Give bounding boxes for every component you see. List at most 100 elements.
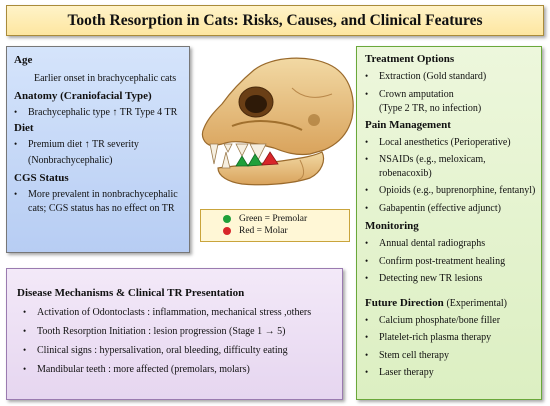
bullet: • — [365, 238, 369, 248]
bullet: • — [365, 367, 369, 377]
anatomy-item-text: Brachycephalic type ↑ TR Type 4 TR — [28, 106, 178, 118]
bullet: • — [365, 154, 369, 164]
future-item: • Platelet-rich plasma therapy — [365, 331, 537, 345]
monitoring-item: • Detecting new TR lesions — [365, 272, 537, 286]
bullet: • — [23, 326, 27, 336]
bullet: • — [14, 106, 18, 117]
future-item: • Stem cell therapy — [365, 349, 537, 363]
monitoring-item: • Annual dental radiographs — [365, 237, 537, 251]
treatment-item-text: Extraction (Gold standard) — [379, 71, 487, 82]
bullet: • — [365, 314, 369, 325]
treatment-heading: Treatment Options — [365, 53, 455, 65]
treatment-item: • Crown amputation — [365, 88, 537, 102]
lower-premolar-4 — [247, 153, 263, 167]
future-heading: Future Direction (Experimental) — [365, 296, 537, 311]
future-heading-note: (Experimental) — [446, 297, 507, 309]
legend-row-premolar: Green = Premolar — [223, 213, 349, 225]
upper-canine — [209, 143, 219, 165]
mechanism-item: • Activation of Odontoclasts : inflammat… — [23, 306, 336, 320]
cranium — [201, 57, 354, 156]
future-item-text: Calcium phosphate/bone filler — [379, 314, 501, 326]
legend-row-molar: Red = Molar — [223, 225, 349, 237]
monitoring-heading: Monitoring — [365, 220, 419, 232]
treatment-item-text: Crown amputation — [379, 88, 454, 100]
management-panel: Treatment Options • Extraction (Gold sta… — [356, 46, 542, 400]
bullet: • — [365, 71, 369, 81]
lower-canine — [221, 151, 231, 169]
legend-molar-label: Red = Molar — [239, 226, 288, 236]
bullet: • — [23, 307, 27, 317]
diet-item-text: Premium diet ↑ TR severity — [28, 139, 139, 150]
pain-item-text: Opioids (e.g., buprenorphine, fentanyl) — [379, 185, 536, 196]
pain-item-text: Gabapentin (effective adjunct) — [379, 202, 501, 214]
age-heading: Age — [14, 54, 33, 66]
red-dot-icon — [223, 227, 231, 235]
green-dot-icon — [223, 215, 231, 223]
eye-socket-depth — [245, 95, 267, 113]
bullet: • — [14, 189, 18, 199]
mechanism-item-text: Activation of Odontoclasts : inflammatio… — [37, 307, 312, 318]
bullet: • — [365, 349, 369, 360]
tooth-color-legend: Green = Premolar Red = Molar — [200, 209, 350, 242]
risk-factors-panel: Age Earlier onset in brachycephalic cats… — [6, 46, 190, 253]
treatment-item-sub: (Type 2 TR, no infection) — [379, 103, 482, 114]
future-item-text: Platelet-rich plasma therapy — [379, 332, 492, 343]
diet-heading: Diet — [14, 122, 34, 134]
future-item-text: Stem cell therapy — [379, 349, 449, 361]
bullet: • — [23, 364, 27, 374]
pain-heading: Pain Management — [365, 118, 451, 131]
bullet: • — [365, 332, 369, 342]
future-item: • Calcium phosphate/bone filler — [365, 314, 537, 328]
cat-skull-illustration — [201, 57, 354, 186]
future-heading-text: Future Direction — [365, 296, 444, 309]
monitoring-item-text: Detecting new TR lesions — [379, 273, 483, 284]
mechanism-item-text: Tooth Resorption Initiation : lesion pro… — [37, 326, 286, 337]
upper-carnassial — [249, 143, 267, 161]
anatomy-item: • Brachycephalic type ↑ TR Type 4 TR — [14, 106, 184, 120]
mechanism-item: • Mandibular teeth : more affected (prem… — [23, 363, 336, 377]
monitoring-item-text: Annual dental radiographs — [379, 238, 486, 249]
monitoring-item: • Confirm post-treatment healing — [365, 255, 537, 269]
anatomy-heading: Anatomy (Craniofacial Type) — [14, 89, 152, 102]
upper-tooth — [223, 143, 233, 153]
mandible-ramus-line — [297, 159, 305, 181]
diet-item-sub: (Nonbrachycephalic) — [28, 154, 113, 166]
treatment-item: • Extraction (Gold standard) — [365, 70, 537, 84]
mechanism-item-text: Clinical signs : hypersalivation, oral b… — [37, 345, 288, 356]
age-text: Earlier onset in brachycephalic cats — [34, 73, 177, 84]
future-item: • Laser therapy — [365, 366, 537, 380]
cranium-suture — [291, 87, 333, 98]
bullet: • — [365, 88, 369, 99]
pain-item-text: NSAIDs (e.g., meloxicam, robenacoxib) — [379, 154, 486, 179]
cgs-item-text: More prevalent in nonbrachycephalic cats… — [28, 189, 178, 214]
lower-premolar-3 — [235, 155, 249, 167]
pain-item-text: Local anesthetics (Perioperative) — [379, 136, 511, 148]
mechanism-item: • Tooth Resorption Initiation : lesion p… — [23, 325, 336, 339]
diet-item: • Premium diet ↑ TR severity — [14, 138, 184, 152]
title-banner: Tooth Resorption in Cats: Risks, Causes,… — [6, 5, 544, 36]
mechanisms-heading: Disease Mechanisms & Clinical TR Present… — [17, 287, 245, 299]
bullet: • — [365, 185, 369, 195]
mechanism-item-text: Mandibular teeth : more affected (premol… — [37, 364, 250, 375]
cgs-item: • More prevalent in nonbrachycephalic ca… — [14, 188, 184, 215]
bullet: • — [365, 136, 369, 147]
bullet: • — [365, 273, 369, 283]
bullet: • — [365, 255, 369, 266]
monitoring-item-text: Confirm post-treatment healing — [379, 255, 506, 267]
cgs-heading: CGS Status — [14, 172, 69, 184]
disease-mechanisms-panel: Disease Mechanisms & Clinical TR Present… — [6, 268, 343, 400]
pain-item: • Local anesthetics (Perioperative) — [365, 136, 537, 150]
pain-item: • NSAIDs (e.g., meloxicam, robenacoxib) — [365, 153, 537, 180]
future-item-text: Laser therapy — [379, 367, 434, 378]
page-title: Tooth Resorption in Cats: Risks, Causes,… — [67, 11, 483, 29]
pain-item: • Opioids (e.g., buprenorphine, fentanyl… — [365, 184, 537, 198]
lower-molar — [261, 151, 279, 166]
bullet: • — [365, 202, 369, 213]
mechanism-item: • Clinical signs : hypersalivation, oral… — [23, 344, 336, 358]
ear-canal — [308, 114, 320, 126]
legend-premolar-label: Green = Premolar — [239, 214, 308, 224]
pain-item: • Gabapentin (effective adjunct) — [365, 202, 537, 216]
bullet: • — [14, 139, 18, 149]
upper-tooth — [235, 143, 249, 157]
zygomatic-arch — [231, 120, 303, 131]
